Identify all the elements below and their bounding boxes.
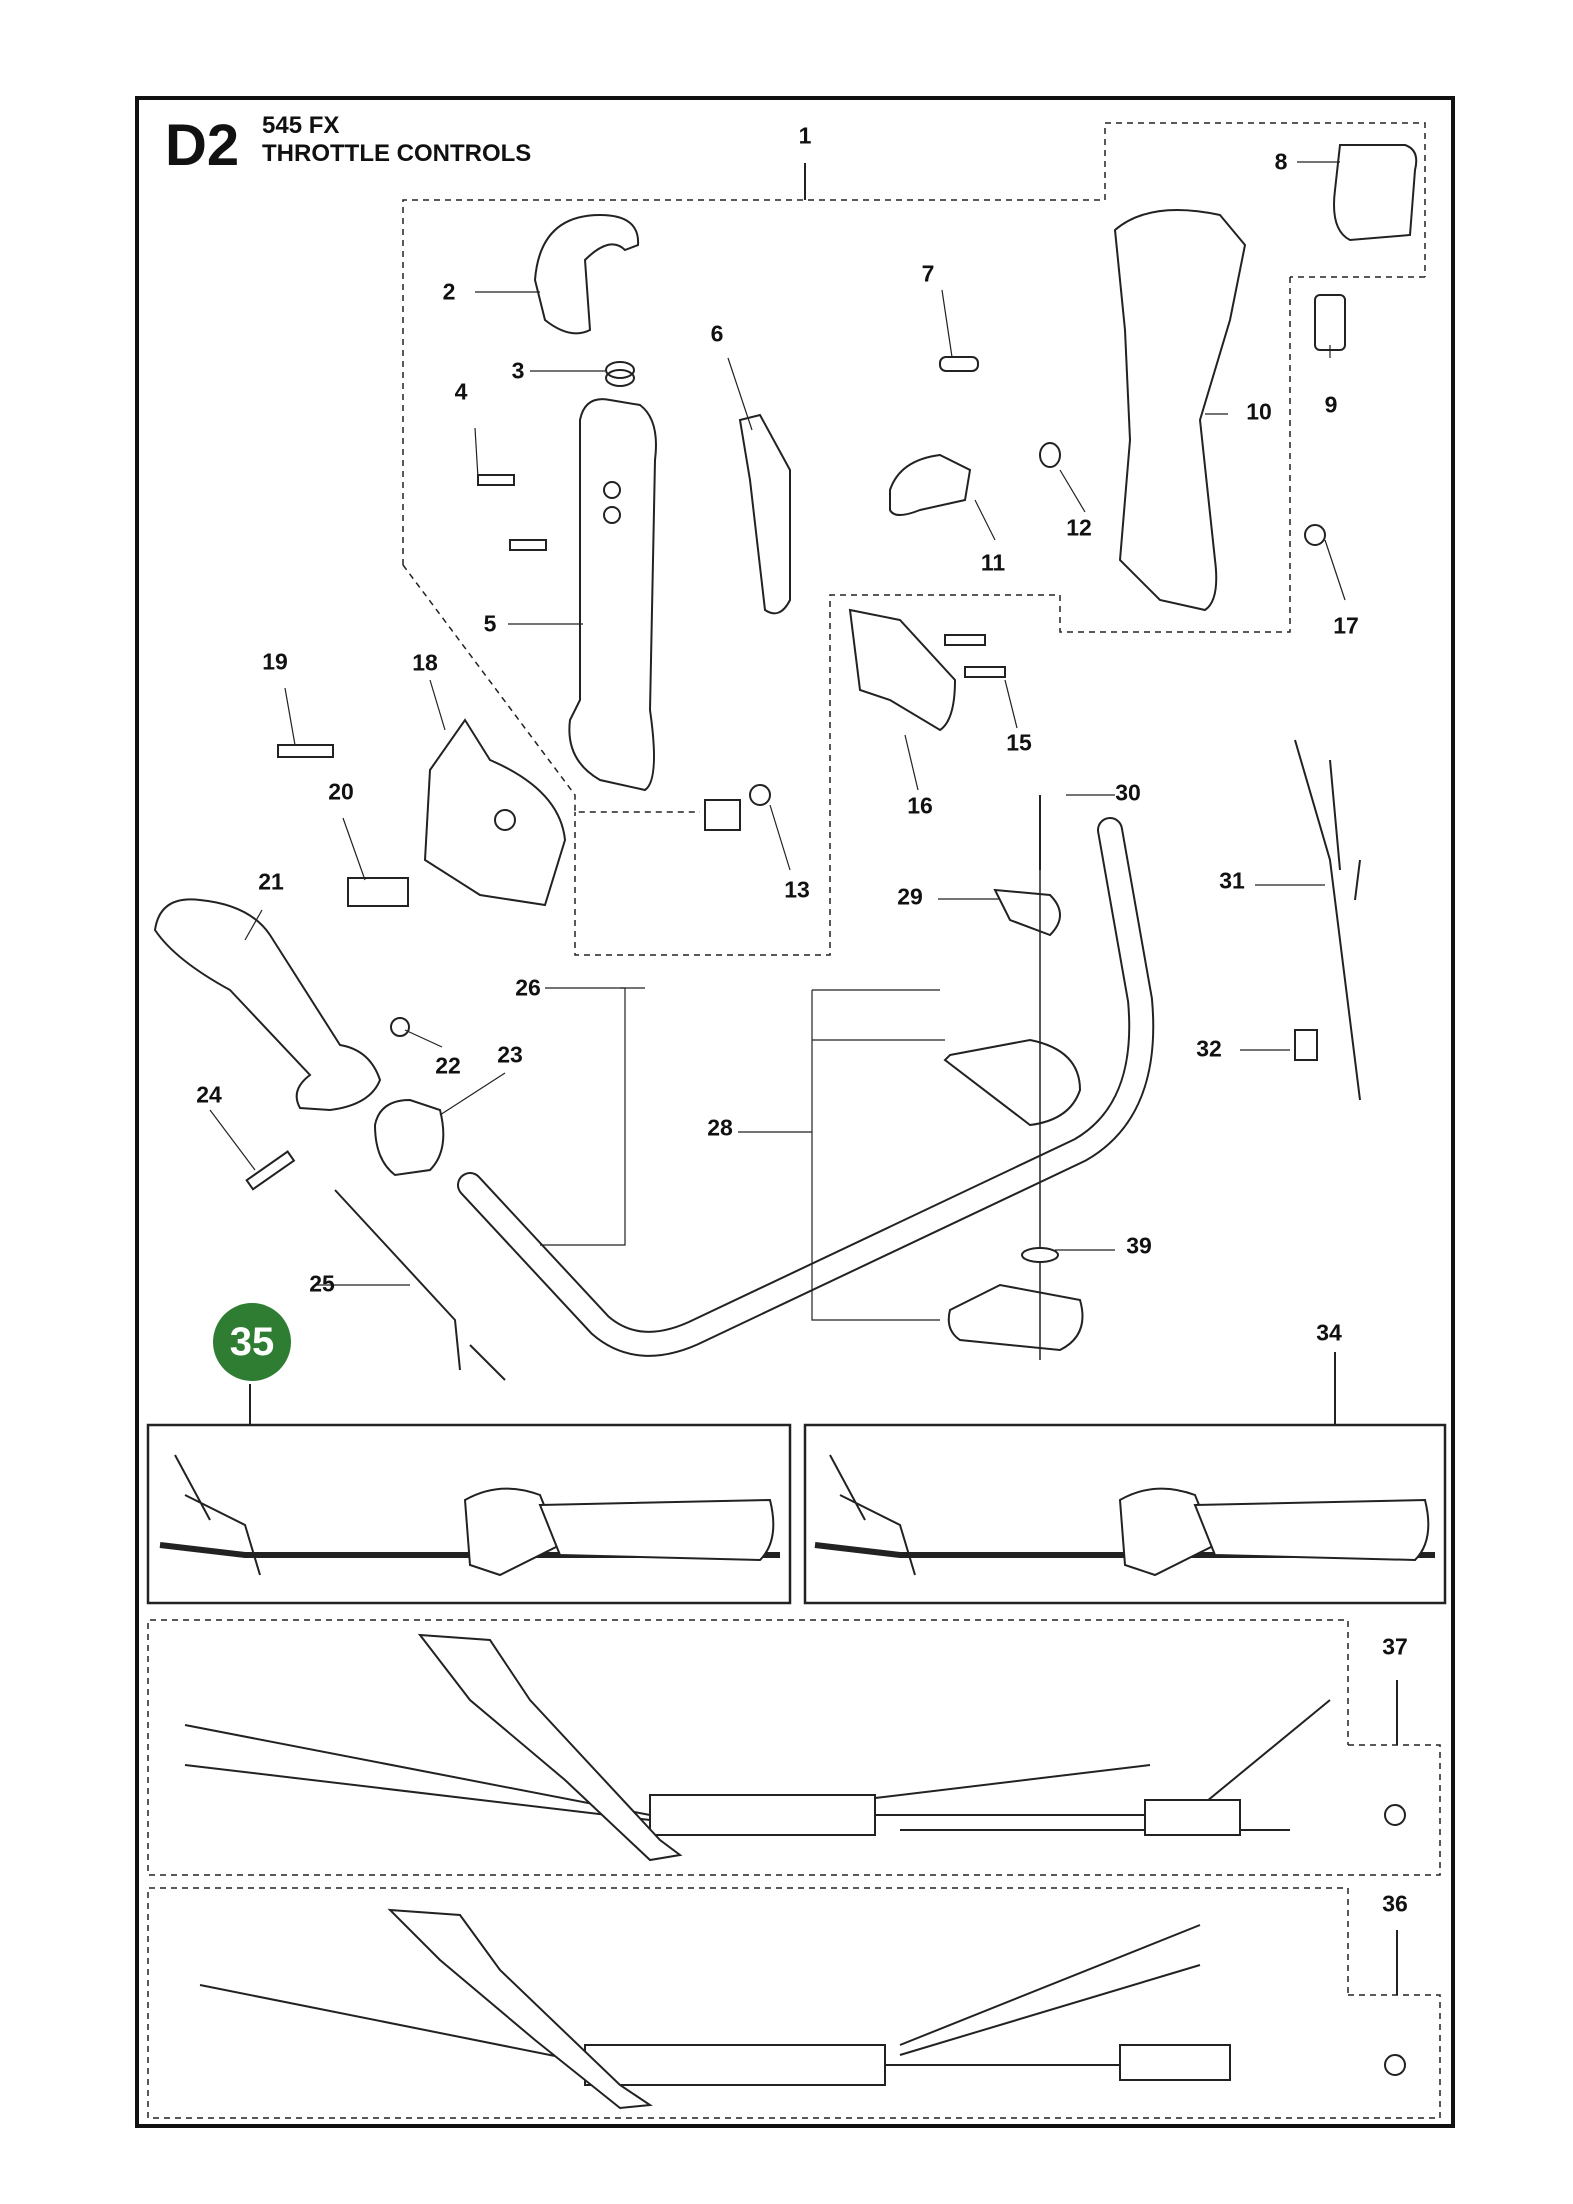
callout-24: 24 — [196, 1081, 222, 1108]
clip-32 — [1294, 1029, 1318, 1061]
callout-9: 9 — [1324, 391, 1338, 418]
clamp-23 — [373, 1098, 445, 1177]
callout-2: 2 — [442, 278, 456, 305]
callout-32: 32 — [1196, 1035, 1222, 1062]
cable-25 — [334, 1189, 506, 1381]
ring-12 — [1039, 442, 1061, 468]
wire-harness-31 — [1294, 739, 1361, 1101]
kit-box-37 — [147, 1619, 1441, 1876]
callout-34: 34 — [1316, 1319, 1342, 1346]
callout-3: 3 — [511, 357, 525, 384]
model-name: 545 FX — [262, 112, 340, 139]
clamp-bottom-28 — [947, 1283, 1084, 1352]
screw-4b — [509, 539, 547, 551]
callout-7: 7 — [921, 260, 935, 287]
page-code: D2 — [165, 113, 240, 178]
spring-7 — [939, 356, 979, 372]
bracket-16 — [848, 608, 957, 732]
group-outline-1 — [402, 122, 1426, 956]
callout-8: 8 — [1274, 148, 1288, 175]
callout-23: 23 — [497, 1041, 523, 1068]
callout-5: 5 — [483, 610, 497, 637]
kit-36-drawing — [199, 1908, 1406, 2110]
screw-19 — [277, 744, 334, 758]
callout-4: 4 — [454, 378, 468, 405]
callout-29: 29 — [897, 883, 923, 910]
callout-17: 17 — [1333, 612, 1359, 639]
callout-16: 16 — [907, 792, 933, 819]
lever-11 — [889, 453, 972, 516]
callout-22: 22 — [435, 1052, 461, 1079]
switch-20 — [347, 877, 409, 907]
screw-24 — [245, 1150, 296, 1191]
callout-6: 6 — [710, 320, 724, 347]
clamp-top-28 — [943, 1038, 1082, 1127]
stop-switch-9 — [1314, 294, 1346, 351]
spring-3 — [605, 361, 635, 387]
throttle-lock-6 — [738, 413, 791, 615]
nut-22 — [390, 1017, 410, 1037]
nut-17 — [1304, 524, 1326, 546]
callout-10: 10 — [1246, 398, 1272, 425]
kit-box-36 — [147, 1887, 1441, 2119]
throttle-trigger — [533, 213, 640, 335]
handle-grip — [568, 398, 657, 792]
leader-lines — [209, 161, 1346, 1321]
screw-15b — [964, 666, 1006, 678]
callout-20: 20 — [328, 778, 354, 805]
washer-39 — [1021, 1247, 1059, 1263]
drawing-frame — [135, 96, 1455, 2128]
callout-15: 15 — [1006, 729, 1032, 756]
screw-4a — [477, 474, 515, 486]
callout-13: 13 — [784, 876, 810, 903]
callout-19: 19 — [262, 648, 288, 675]
callout-39: 39 — [1126, 1232, 1152, 1259]
callout-1: 1 — [798, 122, 812, 149]
callout-26: 26 — [515, 974, 541, 1001]
cap-8 — [1333, 144, 1418, 242]
callout-18: 18 — [412, 649, 438, 676]
callout-37: 37 — [1382, 1633, 1408, 1660]
clamp-housing-18 — [423, 718, 567, 907]
screw-15a — [944, 634, 986, 646]
kit-37-drawing — [184, 1633, 1406, 1862]
kit-badge-35: 35 — [213, 1303, 291, 1381]
callout-28: 28 — [707, 1114, 733, 1141]
handle-housing-10 — [1113, 209, 1247, 612]
callout-30: 30 — [1115, 779, 1141, 806]
clip-13 — [704, 799, 741, 831]
knob-29 — [993, 888, 1061, 937]
kit-34-drawing — [814, 1454, 1435, 1577]
callout-36: 36 — [1382, 1890, 1408, 1917]
kit-35-drawing — [159, 1454, 780, 1577]
callout-31: 31 — [1219, 867, 1245, 894]
section-title: THROTTLE CONTROLS — [262, 140, 532, 167]
callout-21: 21 — [258, 868, 284, 895]
callout-11: 11 — [980, 549, 1006, 576]
callout-12: 12 — [1066, 514, 1092, 541]
callout-25: 25 — [309, 1270, 335, 1297]
grip-21 — [153, 898, 382, 1112]
